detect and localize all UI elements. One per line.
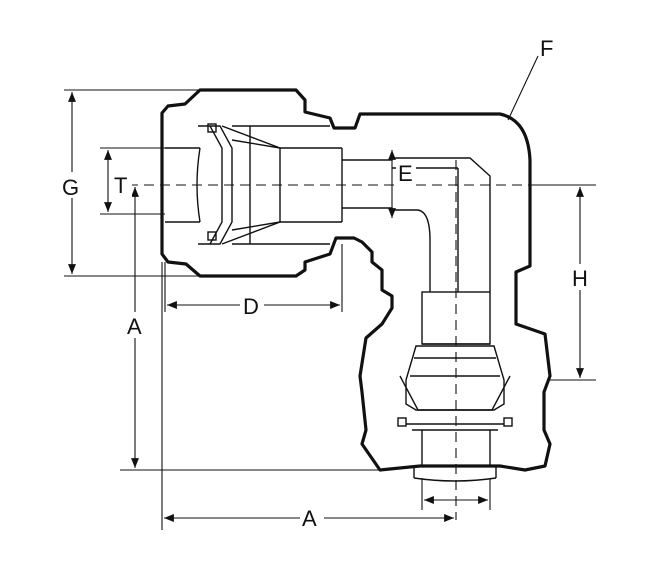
internal-details [165, 123, 513, 482]
label-t: T [114, 173, 127, 198]
center-lines [112, 160, 530, 520]
left-nut-outline [160, 88, 552, 472]
label-d: D [243, 294, 259, 319]
dimension-labels: G T E H D A A F [58, 36, 592, 531]
fitting-outline [160, 88, 552, 472]
label-a-horizontal: A [302, 506, 317, 531]
label-g: G [62, 175, 79, 200]
label-a-vertical: A [127, 314, 142, 339]
label-h: H [572, 266, 588, 291]
label-f: F [540, 36, 553, 61]
label-e: E [398, 161, 413, 186]
